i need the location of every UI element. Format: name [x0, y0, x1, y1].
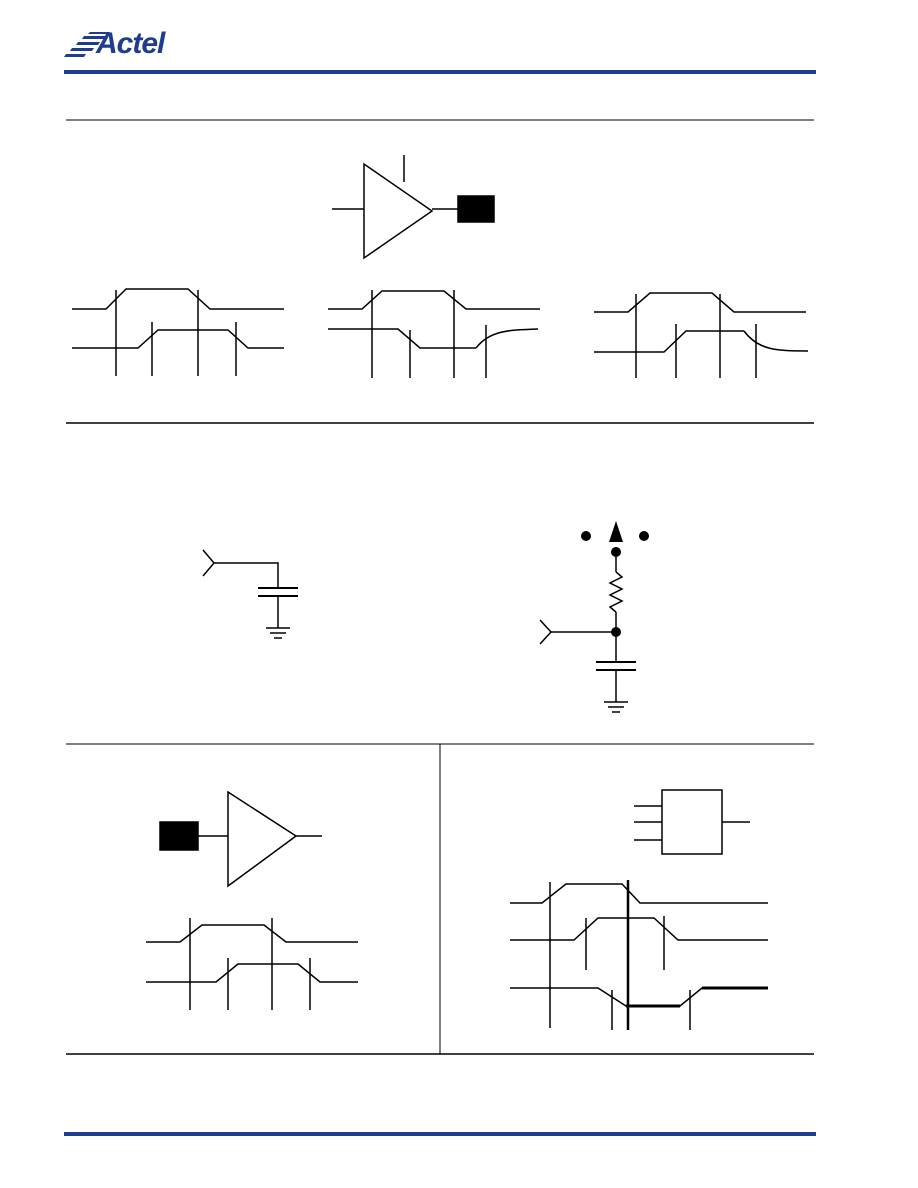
- waveform-e-3: [510, 987, 768, 1007]
- waveform-set-d: [146, 918, 358, 1010]
- rc-input-arrow: [539, 619, 553, 645]
- output-pad: [457, 195, 495, 223]
- waveform-b-top: [328, 290, 540, 310]
- input-arrow: [202, 549, 215, 577]
- load-wire: [214, 562, 279, 588]
- logic-block-figure: [634, 789, 750, 855]
- waveform-e-2: [510, 917, 768, 941]
- waveform-b-bottom: [328, 328, 476, 349]
- input-pad: [159, 821, 199, 851]
- waveform-b-curve: [475, 328, 539, 349]
- buffer-triangle: [363, 162, 434, 260]
- switch-arrow-icon: [609, 521, 623, 542]
- input-buffer-figure: [159, 790, 322, 888]
- terminal-right-dot: [639, 531, 649, 541]
- waveform-e-1: [510, 883, 768, 904]
- waveform-set-a: [72, 288, 284, 376]
- rc-load-circuit: [539, 521, 649, 713]
- resistor: [608, 571, 624, 613]
- input-buffer-triangle: [227, 790, 298, 888]
- waveform-set-e: [510, 880, 768, 1030]
- waveform-a-bottom: [72, 329, 284, 349]
- logo-text: Actel: [96, 27, 165, 60]
- waveform-d-top: [146, 924, 358, 943]
- waveform-set-b: [328, 290, 540, 378]
- actel-logo: [64, 32, 110, 57]
- waveform-c-curve: [743, 330, 809, 352]
- logic-block: [661, 789, 723, 855]
- terminal-left-dot: [581, 531, 591, 541]
- waveform-c-bottom: [594, 330, 744, 353]
- waveform-a-top: [72, 288, 284, 310]
- footer-rule: [64, 1132, 816, 1136]
- waveform-d-bottom: [146, 963, 358, 983]
- logo-speed-stripes: [64, 32, 110, 57]
- waveform-set-c: [594, 292, 809, 378]
- output-buffer-figure: [332, 155, 495, 260]
- waveform-c-top: [594, 292, 806, 313]
- header-rule: [64, 70, 816, 74]
- capacitive-load-circuit: [202, 549, 298, 639]
